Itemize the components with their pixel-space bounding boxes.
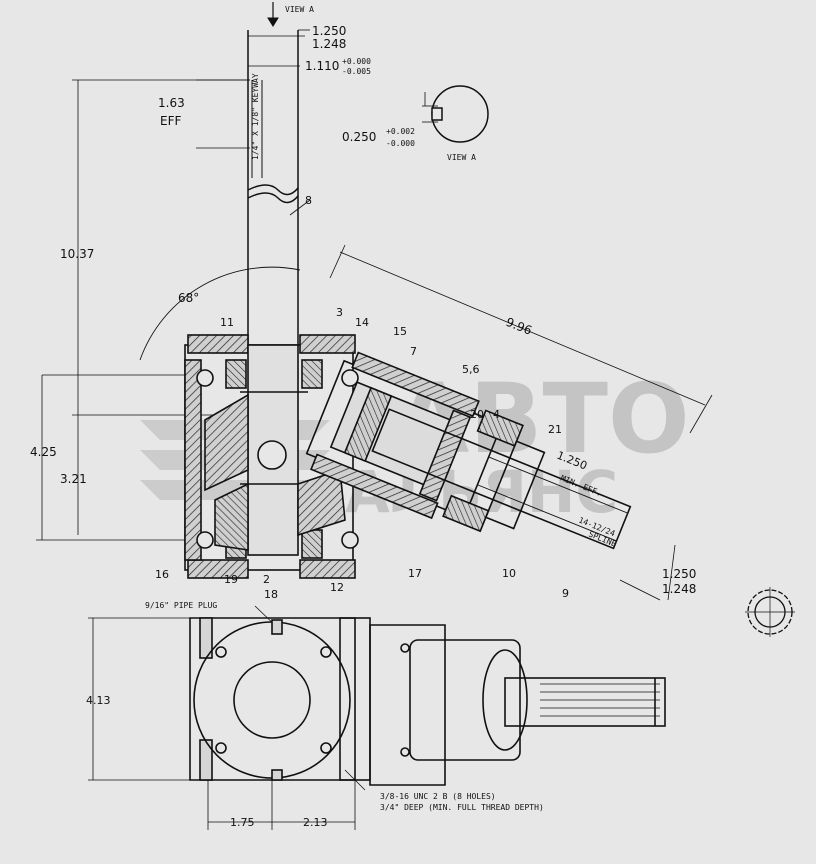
input-shaft bbox=[247, 30, 299, 345]
gear-housing-section bbox=[184, 334, 359, 579]
angle-arc bbox=[139, 266, 301, 361]
keyway-note: 1/4" X 1/8" KEYWAY bbox=[251, 73, 260, 160]
shaft-dia-upper: 1.250 bbox=[312, 24, 346, 38]
overall-height-value: 10.37 bbox=[60, 247, 94, 261]
angled-output-section bbox=[305, 351, 632, 550]
overall-height-dim bbox=[36, 79, 260, 541]
part-label: 16 bbox=[155, 568, 169, 581]
part-label: 3 bbox=[336, 306, 343, 319]
part-label: 7 bbox=[410, 345, 417, 358]
view-a-title: VIEW A bbox=[447, 153, 476, 162]
holes-note-line2: 3/4" DEEP (MIN. FULL THREAD DEPTH) bbox=[380, 803, 544, 812]
side-view-dims bbox=[88, 617, 366, 830]
part-label: 10 bbox=[502, 567, 516, 580]
eff-label: EFF bbox=[160, 114, 181, 128]
spline-end-view bbox=[745, 587, 795, 637]
pipe-plug-note: 9/16" PIPE PLUG bbox=[145, 601, 217, 610]
center-height-value: 3.21 bbox=[60, 472, 87, 486]
part-label: 5,6 bbox=[462, 363, 480, 376]
output-dia-upper: 1.250 bbox=[662, 567, 696, 581]
part-label: 4 bbox=[493, 408, 500, 421]
side-height-value: 4.13 bbox=[86, 694, 111, 707]
key-base-dim: 1.110 bbox=[305, 59, 339, 73]
part-label: 14 bbox=[355, 316, 369, 329]
part-label: 19 bbox=[224, 573, 238, 586]
view-a-detail bbox=[422, 85, 489, 143]
angled-length-value: 9.96 bbox=[504, 315, 534, 338]
part-label: 17 bbox=[408, 567, 422, 580]
key-tol-lower: -0.005 bbox=[342, 67, 371, 76]
part-label: 15 bbox=[393, 325, 407, 338]
part-label: 20 bbox=[470, 408, 484, 421]
side-view bbox=[189, 617, 666, 786]
part-label: 12 bbox=[330, 581, 344, 594]
part-label: 21 bbox=[548, 423, 562, 436]
shaft-diameter-dim bbox=[248, 29, 310, 67]
view-a-keyway-dim: 0.250 bbox=[342, 130, 376, 144]
holes-note-line1: 3/8-16 UNC 2 B (8 HOLES) bbox=[380, 792, 496, 801]
part-label: 11 bbox=[220, 316, 234, 329]
bolt-spacing-2: 2.13 bbox=[303, 816, 328, 829]
key-tol-upper: +0.000 bbox=[342, 57, 371, 66]
view-a-tol-lower: -0.000 bbox=[386, 139, 415, 148]
bolt-spacing-1: 1.75 bbox=[230, 816, 255, 829]
view-a-tol-upper: +0.002 bbox=[386, 127, 415, 136]
housing-height-value: 4.25 bbox=[30, 445, 57, 459]
view-a-arrow-label: VIEW A bbox=[285, 5, 314, 14]
part-label: 8 bbox=[305, 194, 312, 207]
view-a-arrow bbox=[267, 2, 279, 27]
part-label: 9 bbox=[562, 587, 569, 600]
shaft-dia-lower: 1.248 bbox=[312, 37, 346, 51]
part-number-labels: 11 3 14 15 7 5,6 20 4 21 16 19 2 12 17 1… bbox=[155, 306, 569, 601]
part-label: 18 bbox=[264, 588, 278, 601]
output-dia-lower: 1.248 bbox=[662, 582, 696, 596]
angle-value: 68° bbox=[178, 291, 199, 305]
eff-dim-lines bbox=[196, 79, 250, 149]
eff-value: 1.63 bbox=[158, 96, 185, 110]
part-label: 2 bbox=[263, 573, 270, 586]
angled-length-dim bbox=[329, 244, 713, 601]
